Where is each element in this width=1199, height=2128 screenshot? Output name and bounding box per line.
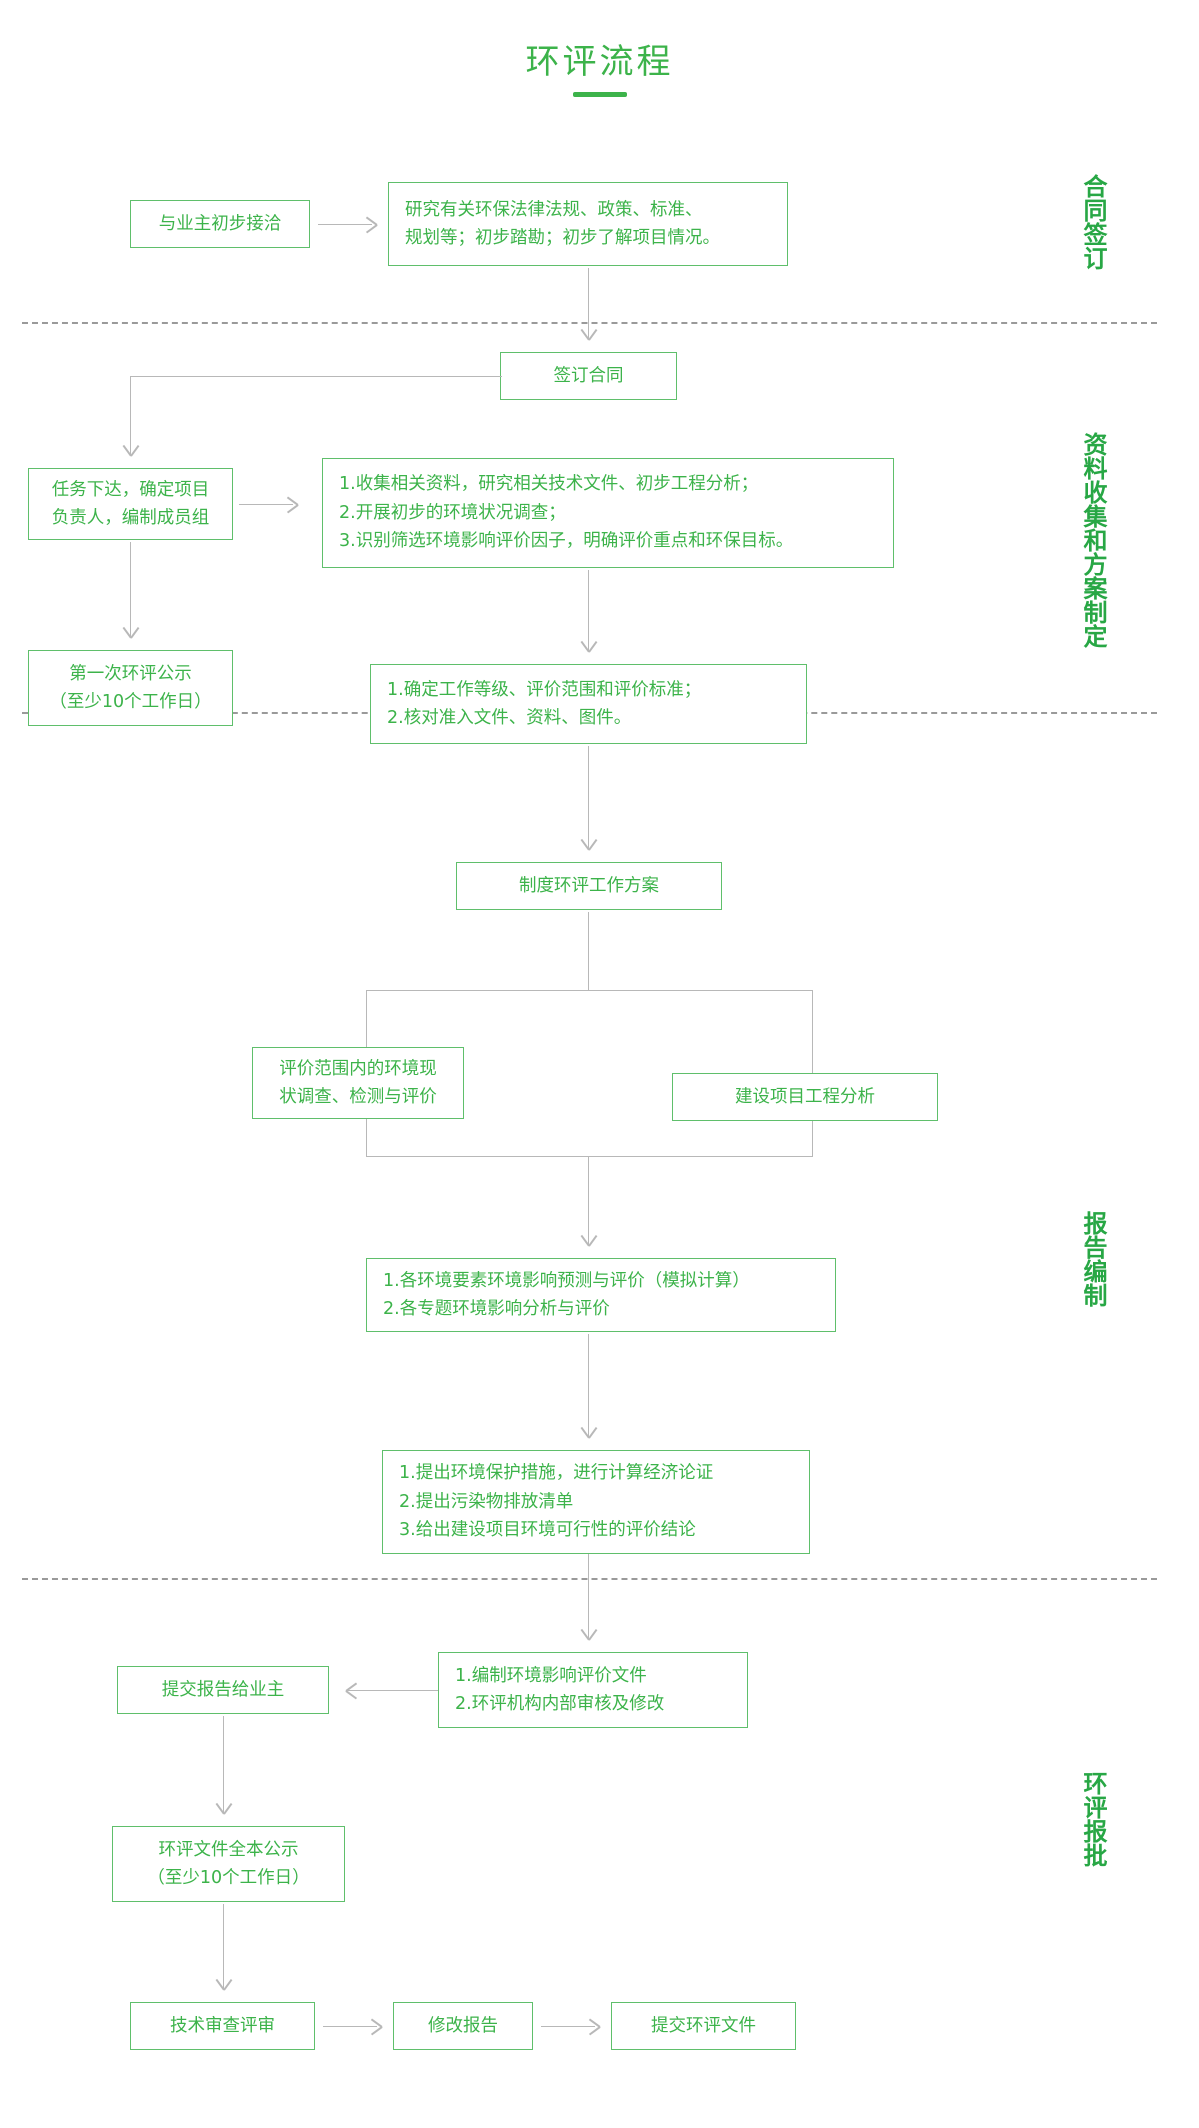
- section-divider-3: [22, 1578, 1157, 1580]
- connector-contract-elbow-horizontal: [130, 376, 502, 377]
- connector-notice-to-review: [223, 1904, 224, 1990]
- connector-owner-to-notice: [223, 1716, 224, 1814]
- node-protection-measures[interactable]: 1.提出环境保护措施，进行计算经济论证 2.提出污染物排放清单 3.给出建设项目…: [382, 1450, 810, 1554]
- arrowhead-revise-to-submit: [587, 2019, 602, 2034]
- arrowhead-compile-to-owner: [344, 1683, 359, 1698]
- connector-task-to-notice: [130, 542, 131, 638]
- connector-initial-to-research: [318, 224, 372, 225]
- connector-level-to-plan: [588, 746, 589, 850]
- node-compile-documents[interactable]: 1.编制环境影响评价文件 2.环评机构内部审核及修改: [438, 1652, 748, 1728]
- arrowhead-measures-to-compile: [581, 1627, 596, 1642]
- connector-split-bus-top: [366, 990, 813, 991]
- node-impact-prediction[interactable]: 1.各环境要素环境影响预测与评价（模拟计算） 2.各专题环境影响分析与评价: [366, 1258, 836, 1332]
- arrowhead-collect-to-level: [581, 639, 596, 654]
- connector-prediction-to-measures: [588, 1334, 589, 1438]
- connector-revise-to-submit: [541, 2026, 595, 2027]
- arrowhead-owner-to-notice: [216, 1801, 231, 1816]
- page-title: 环评流程: [525, 42, 674, 82]
- connector-merge-left-down: [366, 1119, 367, 1156]
- node-submit-eia-documents[interactable]: 提交环评文件: [611, 2002, 796, 2050]
- arrowhead-contract-to-task: [123, 443, 138, 458]
- section-divider-1: [22, 322, 1157, 324]
- arrowhead-initial-to-research: [364, 217, 379, 232]
- arrowhead-level-to-plan: [581, 837, 596, 852]
- node-determine-level[interactable]: 1.确定工作等级、评价范围和评价标准； 2.核对准入文件、资料、图件。: [370, 664, 807, 744]
- section-label-reporting: 报告编制: [1079, 1211, 1107, 1307]
- node-technical-review[interactable]: 技术审查评审: [130, 2002, 315, 2050]
- connector-bus-to-prediction: [588, 1156, 589, 1246]
- arrowhead-task-to-collect: [285, 497, 300, 512]
- arrowhead-prediction-to-measures: [581, 1425, 596, 1440]
- node-revise-report[interactable]: 修改报告: [393, 2002, 533, 2050]
- node-work-plan[interactable]: 制度环评工作方案: [456, 862, 722, 910]
- node-sign-contract[interactable]: 签订合同: [500, 352, 677, 400]
- connector-research-to-contract: [588, 268, 589, 340]
- arrowhead-task-to-notice: [123, 625, 138, 640]
- node-full-public-notice[interactable]: 环评文件全本公示 （至少10个工作日）: [112, 1826, 345, 1902]
- connector-split-left-down: [366, 990, 367, 1047]
- connector-plan-to-bus: [588, 912, 589, 990]
- title-underline: [572, 92, 627, 97]
- node-first-public-notice[interactable]: 第一次环评公示 （至少10个工作日）: [28, 650, 233, 726]
- connector-split-right-down: [812, 990, 813, 1073]
- node-submit-to-owner[interactable]: 提交报告给业主: [117, 1666, 329, 1714]
- section-label-collection: 资料收集和方案制定: [1079, 432, 1107, 648]
- connector-measures-to-compile: [588, 1554, 589, 1640]
- connector-merge-bus-bottom: [366, 1156, 813, 1157]
- connector-contract-elbow-vertical: [130, 376, 131, 456]
- arrowhead-review-to-revise: [369, 2019, 384, 2034]
- node-collect-materials[interactable]: 1.收集相关资料，研究相关技术文件、初步工程分析； 2.开展初步的环境状况调查；…: [322, 458, 894, 568]
- node-task-assignment[interactable]: 任务下达，确定项目 负责人，编制成员组: [28, 468, 233, 540]
- node-research-regulations[interactable]: 研究有关环保法律法规、政策、标准、 规划等；初步踏勘；初步了解项目情况。: [388, 182, 788, 266]
- connector-collect-to-level: [588, 570, 589, 652]
- connector-task-to-collect: [239, 504, 293, 505]
- node-baseline-survey[interactable]: 评价范围内的环境现 状调查、检测与评价: [252, 1047, 464, 1119]
- arrowhead-notice-to-review: [216, 1977, 231, 1992]
- section-label-approval: 环评报批: [1079, 1771, 1107, 1867]
- node-initial-contact[interactable]: 与业主初步接洽: [130, 200, 310, 248]
- node-project-analysis[interactable]: 建设项目工程分析: [672, 1073, 938, 1121]
- arrowhead-bus-to-prediction: [581, 1233, 596, 1248]
- connector-review-to-revise: [323, 2026, 377, 2027]
- arrowhead-research-to-contract: [581, 327, 596, 342]
- connector-merge-right-down: [812, 1121, 813, 1156]
- connector-compile-to-owner: [348, 1690, 438, 1691]
- section-label-contract: 合同签订: [1079, 174, 1107, 270]
